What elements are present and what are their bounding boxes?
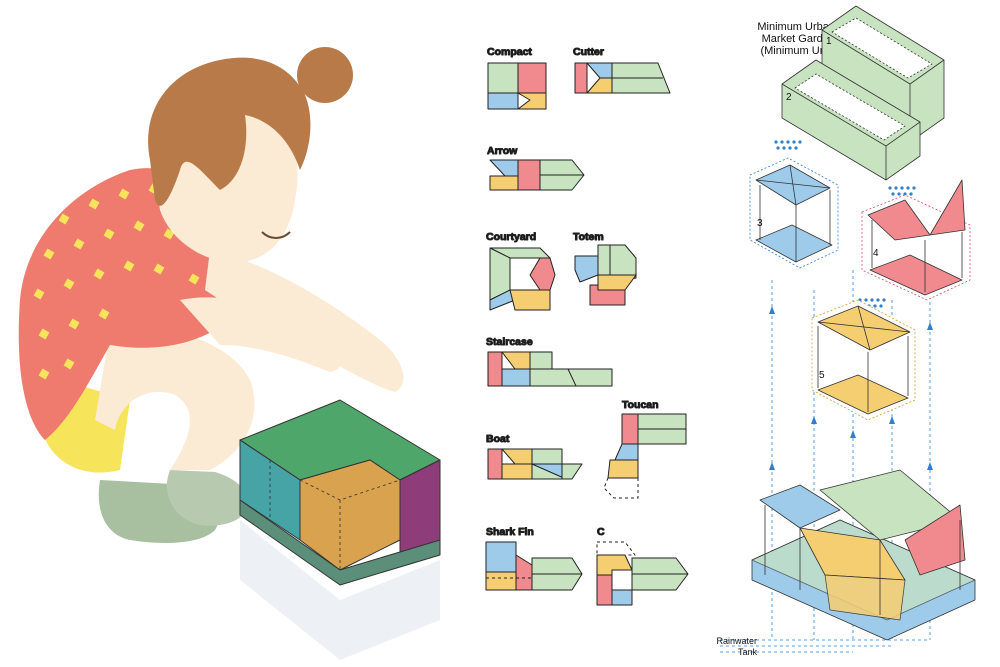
block-dashed-lines xyxy=(269,460,401,570)
label-cutter: Cutter xyxy=(573,46,604,58)
label-courtyard: Courtyard xyxy=(486,231,536,243)
hair-bun xyxy=(297,47,353,103)
module-3: 3 xyxy=(749,157,839,269)
tank-label-line2: Tank xyxy=(738,647,758,657)
block-assembly xyxy=(239,399,441,660)
left-arm xyxy=(180,297,342,372)
module-1-number: 1 xyxy=(826,36,832,47)
module-5: 5 xyxy=(811,299,916,421)
title-line3: (Minimum Unit) xyxy=(760,45,835,57)
config-toucan: Toucan xyxy=(603,399,687,499)
config-totem: Totem xyxy=(573,231,637,306)
label-totem: Totem xyxy=(573,231,604,243)
module-4: 4 xyxy=(861,179,971,301)
config-shark-fin: Shark Fin xyxy=(485,526,583,591)
label-arrow: Arrow xyxy=(487,145,518,157)
config-courtyard: Courtyard xyxy=(486,231,556,311)
module-2: 2 xyxy=(781,59,921,181)
up-arrows xyxy=(769,306,933,470)
rain-icon-2 xyxy=(888,186,916,196)
module-3-number: 3 xyxy=(757,218,763,229)
child-illustration xyxy=(18,47,404,543)
config-staircase: Staircase xyxy=(486,336,613,387)
module-5-number: 5 xyxy=(819,370,825,381)
legs xyxy=(95,327,255,470)
right-shoe xyxy=(166,470,249,526)
label-toucan: Toucan xyxy=(622,399,659,411)
configurations: Compact Cutter Arrow Courtyard xyxy=(485,46,689,606)
config-arrow: Arrow xyxy=(487,145,585,191)
label-boat: Boat xyxy=(486,433,510,445)
label-shark-fin: Shark Fin xyxy=(486,526,534,538)
tank-label-line1: Rainwater xyxy=(716,636,757,646)
assembled-unit xyxy=(751,469,976,641)
config-compact: Compact xyxy=(487,46,547,110)
title-line1: Minimum Urban xyxy=(757,21,835,33)
config-cutter: Cutter xyxy=(573,46,671,94)
hair xyxy=(148,57,311,206)
block-reflection xyxy=(240,520,440,660)
closed-eye xyxy=(261,231,291,239)
module-4-number: 4 xyxy=(873,248,879,259)
block-bottom-strip xyxy=(239,499,441,586)
label-staircase: Staircase xyxy=(486,336,533,348)
exploded-axonometric: Minimum Urban Market Garden (Minimum Uni… xyxy=(716,5,976,657)
module-2-number: 2 xyxy=(786,92,792,103)
label-c: C xyxy=(597,526,605,538)
config-boat: Boat xyxy=(486,433,583,480)
right-arm xyxy=(205,250,404,392)
label-compact: Compact xyxy=(487,46,532,58)
rain-icon-1 xyxy=(774,140,802,150)
title-line2: Market Garden xyxy=(762,33,835,45)
config-c: C xyxy=(596,526,689,606)
